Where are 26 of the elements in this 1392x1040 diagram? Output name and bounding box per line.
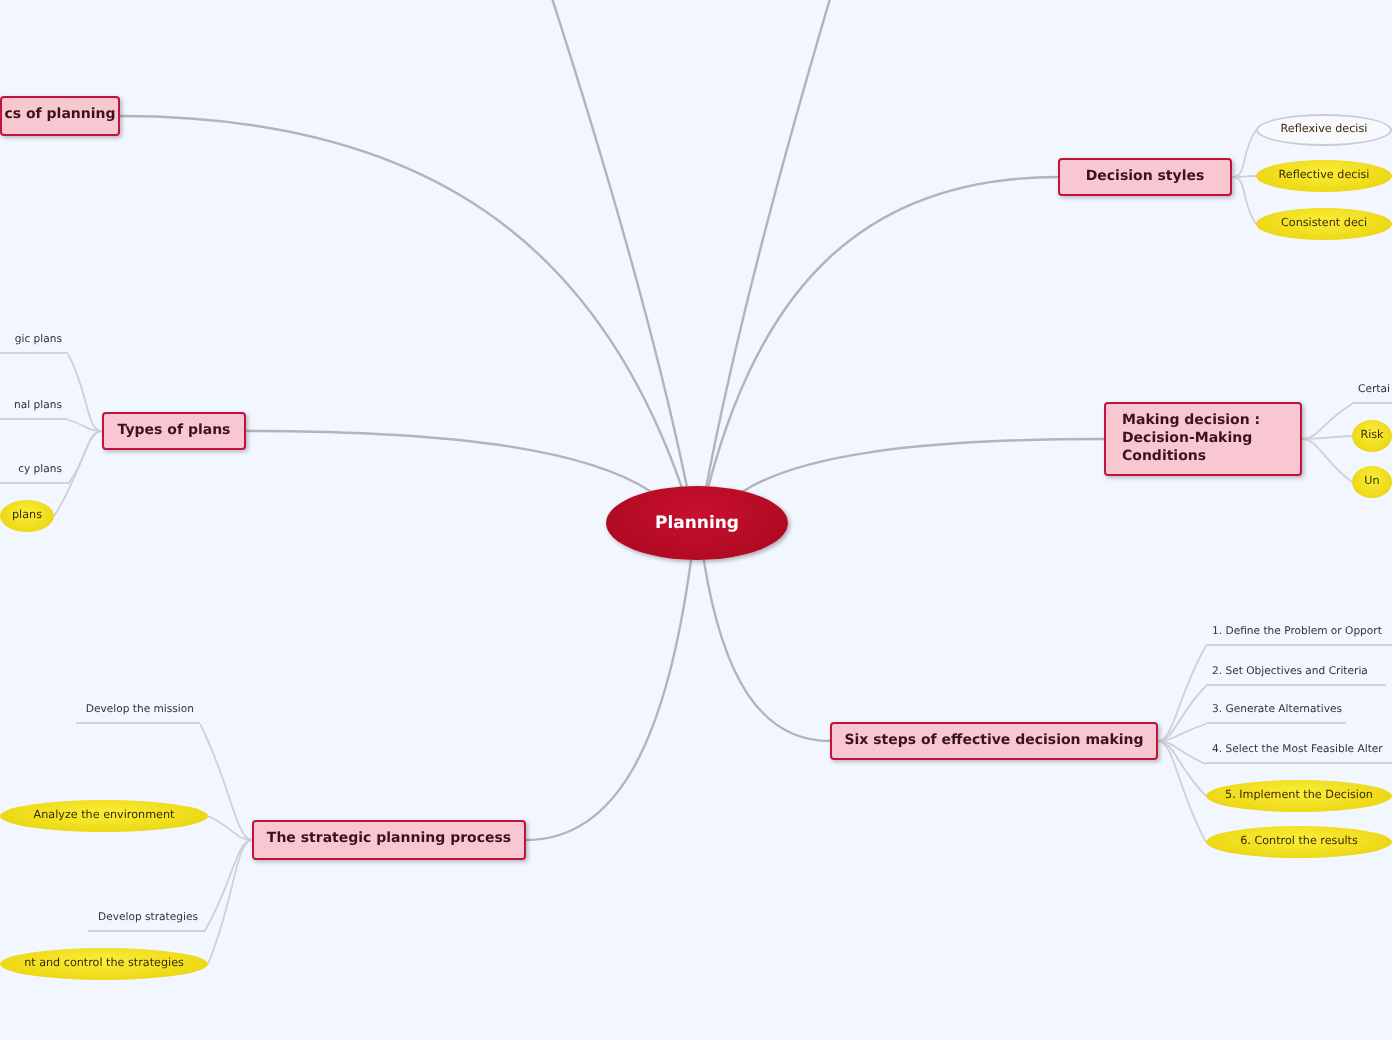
connector-line: [1157, 740, 1207, 765]
connector-line: [1231, 175, 1257, 178]
connector-line: [1301, 438, 1353, 483]
connector-line: [246, 429, 651, 493]
connector-line: [207, 815, 253, 841]
connector-line: [67, 353, 103, 432]
connector-line: [53, 430, 103, 517]
connector-line: [199, 723, 253, 841]
connector-line: [548, 0, 688, 487]
connector-line: [207, 839, 253, 965]
connector-line: [203, 839, 253, 933]
connector-line: [1157, 685, 1207, 742]
connector-line: [119, 114, 683, 487]
connector-line: [707, 175, 1059, 487]
central-topic-ellipse: Planning: [606, 486, 788, 560]
connector-line: [525, 559, 693, 842]
connector-line: [1231, 176, 1257, 225]
connector-line: [742, 437, 1104, 493]
connector-line: [67, 419, 103, 432]
connector-line: [1157, 740, 1207, 843]
connector-line: [1157, 645, 1207, 742]
connector-line: [1231, 129, 1257, 178]
connector-line: [67, 430, 103, 485]
connector-line: [705, 0, 834, 487]
connector-line: [702, 559, 831, 743]
connector-line: [1301, 403, 1353, 440]
